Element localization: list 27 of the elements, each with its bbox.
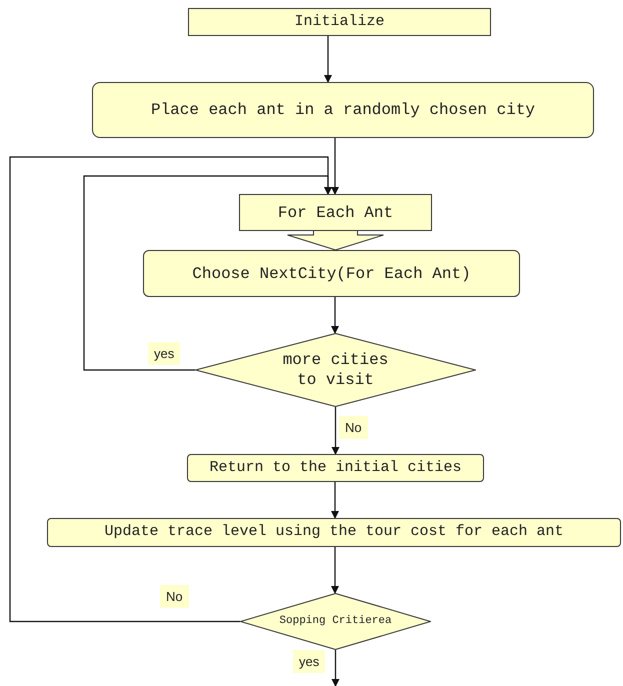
node-label: Update trace level using the tour cost for each ant: [104, 523, 564, 542]
arrow: [9, 156, 332, 622]
node-label: Return to the initial cities: [209, 458, 462, 478]
arrow: [331, 482, 339, 519]
edge-label: No: [339, 416, 368, 439]
node-label: Initialize: [294, 12, 384, 32]
edge-label: yes: [148, 342, 180, 365]
node-label: Sopping Critierea: [279, 614, 392, 628]
node-label: Place each ant in a randomly chosen city: [150, 100, 536, 120]
process-box: [188, 8, 491, 36]
node-label: Choose NextCity(For Each Ant): [192, 264, 471, 284]
edge-label: No: [160, 585, 189, 608]
arrow: [331, 547, 339, 594]
arrow: [324, 36, 332, 83]
block-arrow: [287, 230, 384, 251]
process-box: [143, 250, 520, 297]
arrow: [331, 138, 339, 195]
edge-label: yes: [293, 650, 326, 673]
node-label: For Each Ant: [278, 202, 394, 222]
process-box: [239, 194, 432, 231]
arrow: [331, 297, 339, 334]
arrow: [332, 407, 340, 455]
process-box: [47, 518, 621, 547]
node-label: more cities to visit: [282, 350, 390, 390]
process-box: [187, 454, 484, 482]
process-box: [92, 82, 594, 138]
arrow: [332, 650, 340, 686]
